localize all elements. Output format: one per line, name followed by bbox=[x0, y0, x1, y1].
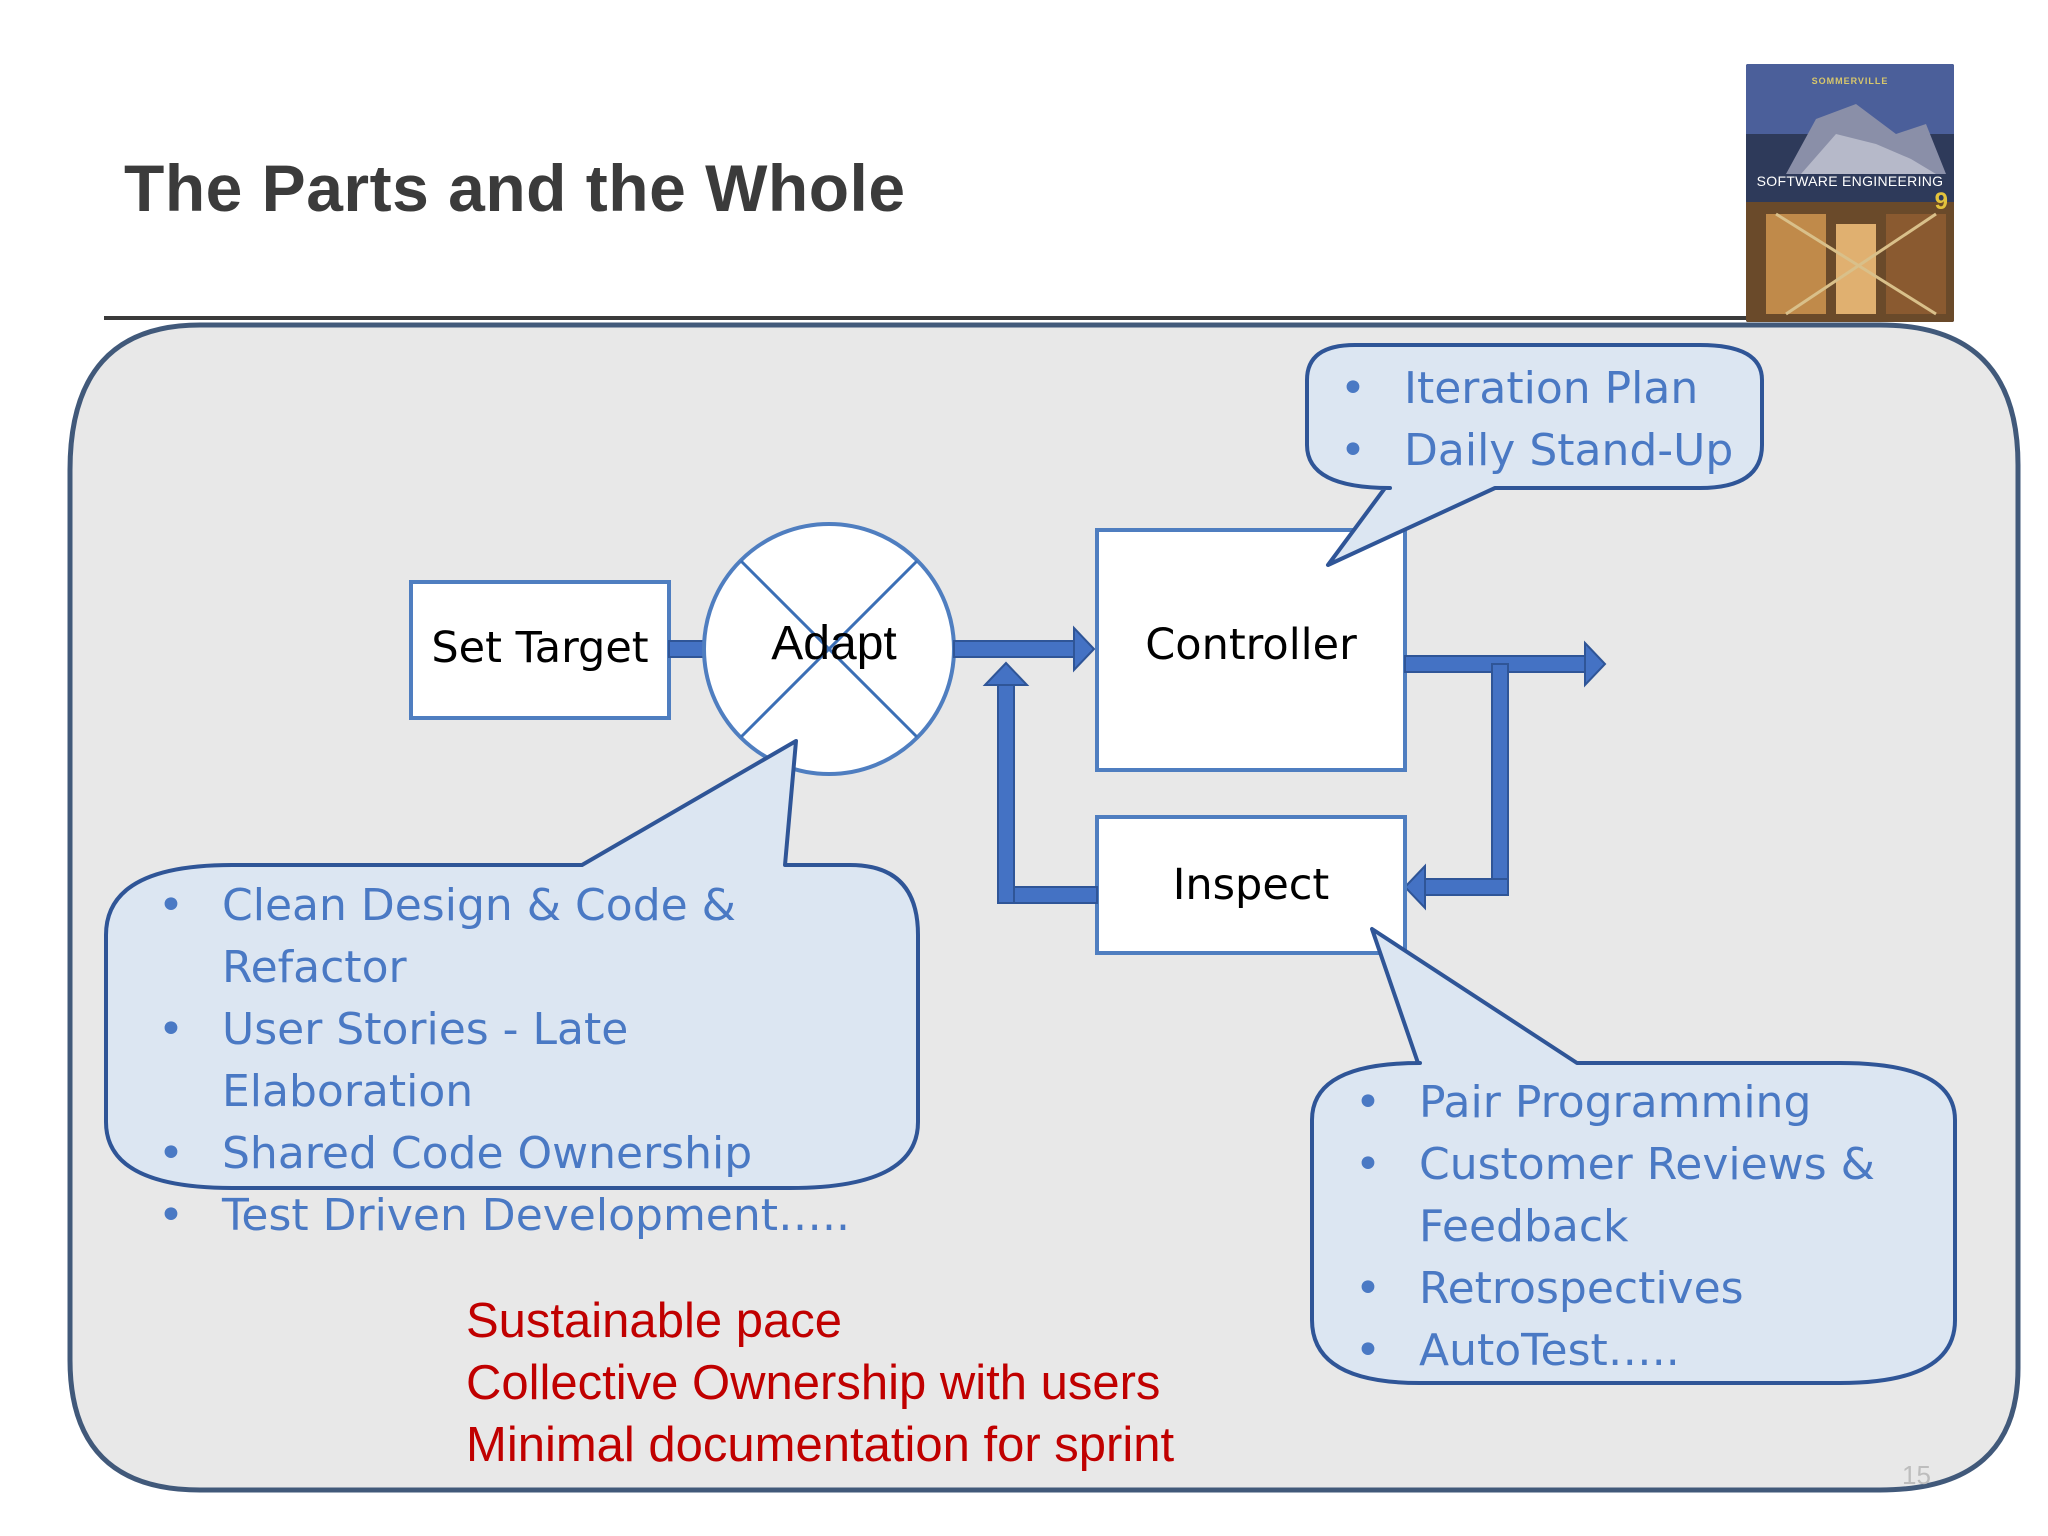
inspect-box bbox=[1095, 815, 1407, 955]
agile-principles: Sustainable pace Collective Ownership wi… bbox=[466, 1290, 1174, 1476]
principle-text: Collective Ownership with users bbox=[466, 1356, 1161, 1410]
adapt-label: Adapt bbox=[771, 617, 897, 670]
list-item: Daily Stand-Up bbox=[1340, 420, 1760, 482]
principle-text: Minimal documentation for sprint bbox=[466, 1418, 1175, 1472]
controller-label: Controller bbox=[1145, 620, 1357, 670]
adapt-summing-junction bbox=[702, 522, 956, 776]
list-item: User Stories - Late Elaboration bbox=[158, 999, 878, 1123]
controller-box bbox=[1095, 528, 1407, 772]
set-target-box bbox=[409, 580, 671, 720]
book-title: SOFTWARE ENGINEERING bbox=[1756, 173, 1944, 189]
book-cover-image: SOMMERVILLE SOFTWARE ENGINEERING 9 bbox=[1746, 64, 1954, 322]
list-item: Clean Design & Code & Refactor bbox=[158, 875, 878, 999]
inspect-to-adapt-arrow bbox=[982, 661, 1098, 904]
slide-title: The Parts and the Whole bbox=[124, 151, 906, 225]
list-item: AutoTest….. bbox=[1355, 1320, 1915, 1382]
list-item: Shared Code Ownership bbox=[158, 1123, 878, 1185]
controller-callout-list: Iteration Plan Daily Stand-Up bbox=[1340, 358, 1760, 482]
list-item: Pair Programming bbox=[1355, 1072, 1915, 1134]
adapt-callout-list: Clean Design & Code & Refactor User Stor… bbox=[158, 875, 878, 1247]
list-item: Retrospectives bbox=[1355, 1258, 1915, 1320]
book-author: SOMMERVILLE bbox=[1811, 76, 1889, 86]
book-edition: 9 bbox=[1934, 188, 1948, 215]
list-item: Customer Reviews & Feedback bbox=[1355, 1134, 1915, 1258]
book-cover-art bbox=[1746, 64, 1954, 322]
feedback-to-inspect-arrow bbox=[1403, 663, 1509, 911]
page-number: 15 bbox=[1902, 1460, 1931, 1490]
set-target-connector bbox=[668, 640, 706, 658]
inspect-callout-list: Pair Programming Customer Reviews & Feed… bbox=[1355, 1072, 1915, 1382]
principle-text: Sustainable pace bbox=[466, 1294, 842, 1348]
list-item: Iteration Plan bbox=[1340, 358, 1760, 420]
inspect-label: Inspect bbox=[1172, 860, 1330, 910]
list-item: Test Driven Development….. bbox=[158, 1185, 878, 1247]
title-divider bbox=[104, 316, 1754, 320]
set-target-label: Set Target bbox=[431, 623, 649, 673]
adapt-to-controller-arrow bbox=[953, 625, 1096, 673]
